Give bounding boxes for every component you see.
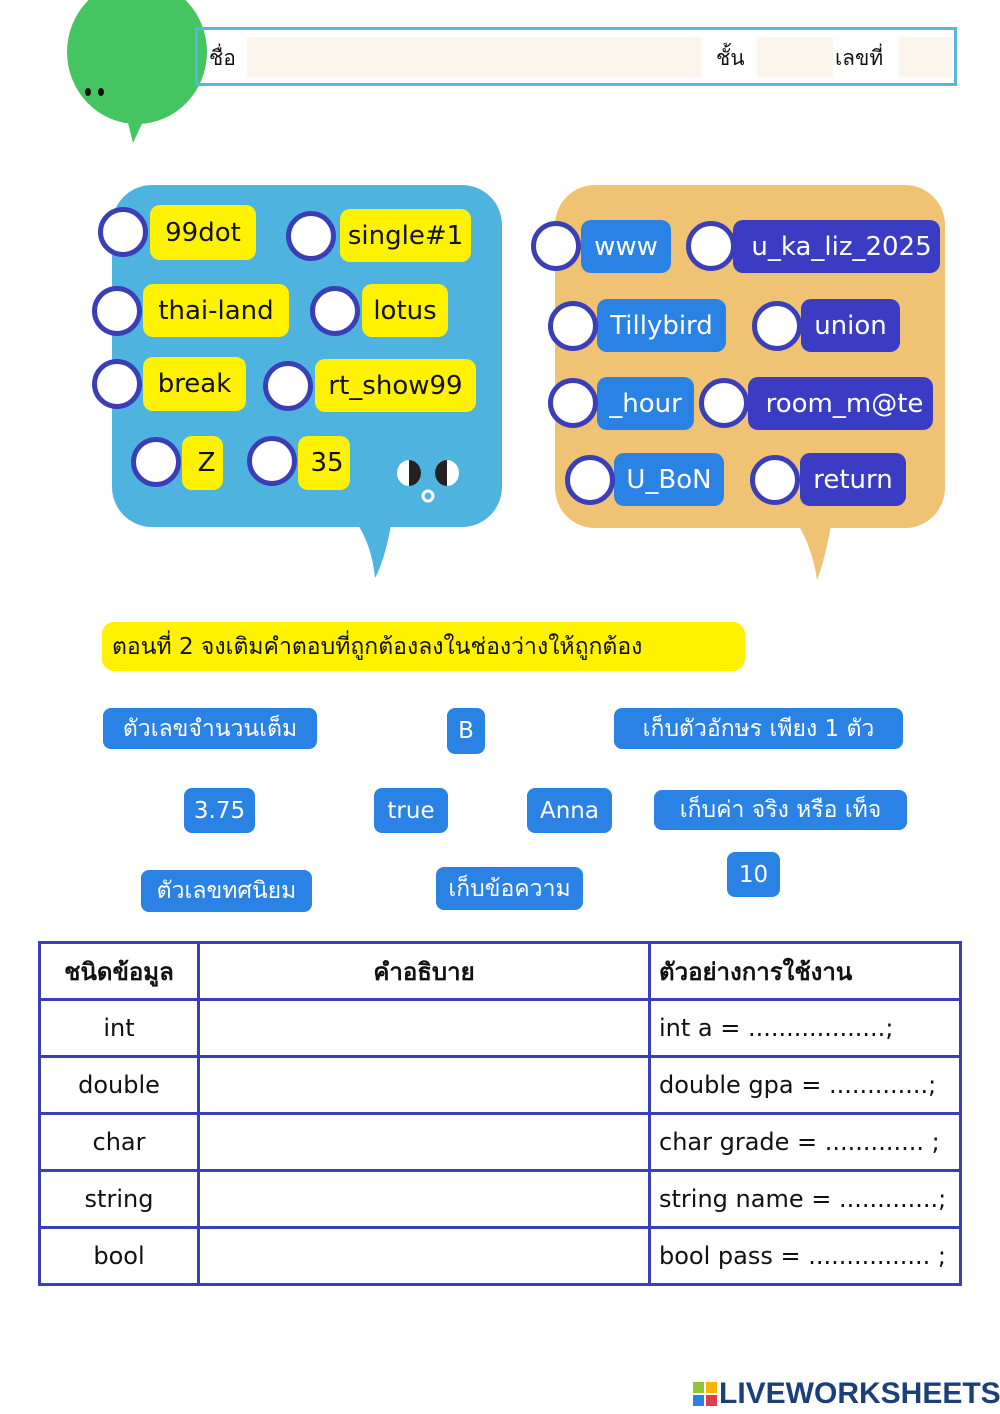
liveworksheets-logo: LIVEWORKSHEETS — [693, 1377, 1000, 1411]
description-drop-cell[interactable] — [197, 1226, 651, 1286]
identifier-chip: U_BoN — [614, 453, 724, 506]
select-circle[interactable] — [548, 378, 598, 428]
select-circle[interactable] — [131, 437, 181, 487]
header-example: ตัวอย่างการใช้งาน — [648, 941, 962, 1001]
select-circle[interactable] — [752, 301, 802, 351]
select-circle[interactable] — [92, 359, 142, 409]
draggable-chip[interactable]: B — [447, 708, 485, 754]
type-cell: int — [38, 998, 200, 1058]
description-drop-cell[interactable] — [197, 998, 651, 1058]
select-circle[interactable] — [310, 286, 360, 336]
table-row: bool bool pass = ................ ; — [38, 1226, 962, 1286]
header-type: ชนิดข้อมูล — [38, 941, 200, 1001]
name-label: ชื่อ — [209, 46, 236, 70]
description-drop-cell[interactable] — [197, 1112, 651, 1172]
type-cell: string — [38, 1169, 200, 1229]
identifier-chip: single#1 — [340, 209, 471, 262]
identifier-chip: u_ka_liz_2025 — [733, 220, 940, 273]
identifier-chip: Z — [182, 436, 223, 490]
type-cell: double — [38, 1055, 200, 1115]
example-cell: int a = ..................; — [648, 998, 962, 1058]
number-input[interactable] — [899, 37, 952, 77]
number-label: เลขที่ — [835, 46, 884, 70]
table-header-row: ชนิดข้อมูล คำอธิบาย ตัวอย่างการใช้งาน — [38, 941, 962, 1001]
name-input[interactable] — [247, 37, 701, 77]
identifier-chip: 99dot — [150, 205, 256, 260]
select-circle[interactable] — [286, 211, 336, 261]
table-row: double double gpa = .............; — [38, 1055, 962, 1115]
draggable-chip[interactable]: ตัวเลขทศนิยม — [141, 870, 312, 912]
description-drop-cell[interactable] — [197, 1055, 651, 1115]
class-label: ชั้น — [716, 46, 745, 70]
identifier-chip: rt_show99 — [315, 359, 476, 412]
select-circle[interactable] — [92, 286, 142, 336]
description-drop-cell[interactable] — [197, 1169, 651, 1229]
select-circle[interactable] — [750, 455, 800, 505]
draggable-chip[interactable]: Anna — [527, 788, 612, 833]
select-circle[interactable] — [98, 207, 148, 257]
identifier-chip: room_m@te — [748, 377, 933, 430]
draggable-chip[interactable]: 10 — [727, 852, 780, 897]
student-info-box — [195, 27, 957, 86]
draggable-chip[interactable]: เก็บตัวอักษร เพียง 1 ตัว — [614, 708, 903, 749]
select-circle[interactable] — [686, 221, 736, 271]
identifier-chip: www — [581, 220, 671, 273]
identifier-chip: break — [143, 357, 246, 411]
example-cell: string name = .............; — [648, 1169, 962, 1229]
identifier-chip: 35 — [298, 436, 350, 490]
type-cell: bool — [38, 1226, 200, 1286]
data-types-table: ชนิดข้อมูล คำอธิบาย ตัวอย่างการใช้งาน in… — [38, 941, 962, 1286]
draggable-chip[interactable]: 3.75 — [184, 788, 255, 833]
header-description: คำอธิบาย — [197, 941, 651, 1001]
part2-title: ตอนที่ 2 จงเติมคำตอบที่ถูกต้องลงในช่องว่… — [102, 622, 745, 671]
select-circle[interactable] — [531, 221, 581, 271]
class-input[interactable] — [757, 37, 833, 77]
table-row: char char grade = ............. ; — [38, 1112, 962, 1172]
select-circle[interactable] — [548, 301, 598, 351]
identifier-chip: lotus — [362, 284, 448, 337]
green-mascot-bubble — [67, 0, 207, 143]
example-cell: bool pass = ................ ; — [648, 1226, 962, 1286]
identifier-chip: thai-land — [143, 284, 289, 337]
example-cell: char grade = ............. ; — [648, 1112, 962, 1172]
draggable-chip[interactable]: true — [374, 788, 448, 833]
table-row: string string name = .............; — [38, 1169, 962, 1229]
select-circle[interactable] — [247, 436, 297, 486]
type-cell: char — [38, 1112, 200, 1172]
live-logo-icon — [693, 1382, 717, 1406]
draggable-chip[interactable]: ตัวเลขจำนวนเต็ม — [103, 708, 317, 749]
brand-name: LIVEWORKSHEETS — [719, 1377, 1000, 1410]
select-circle[interactable] — [699, 378, 749, 428]
select-circle[interactable] — [263, 361, 313, 411]
select-circle[interactable] — [565, 455, 615, 505]
table-row: int int a = ..................; — [38, 998, 962, 1058]
identifier-chip: return — [800, 453, 906, 506]
identifier-chip: _hour — [597, 377, 694, 430]
draggable-chip[interactable]: เก็บค่า จริง หรือ เท็จ — [654, 790, 907, 830]
identifier-chip: Tillybird — [597, 299, 726, 352]
identifier-chip: union — [801, 299, 900, 352]
example-cell: double gpa = .............; — [648, 1055, 962, 1115]
draggable-chip[interactable]: เก็บข้อความ — [436, 867, 583, 910]
